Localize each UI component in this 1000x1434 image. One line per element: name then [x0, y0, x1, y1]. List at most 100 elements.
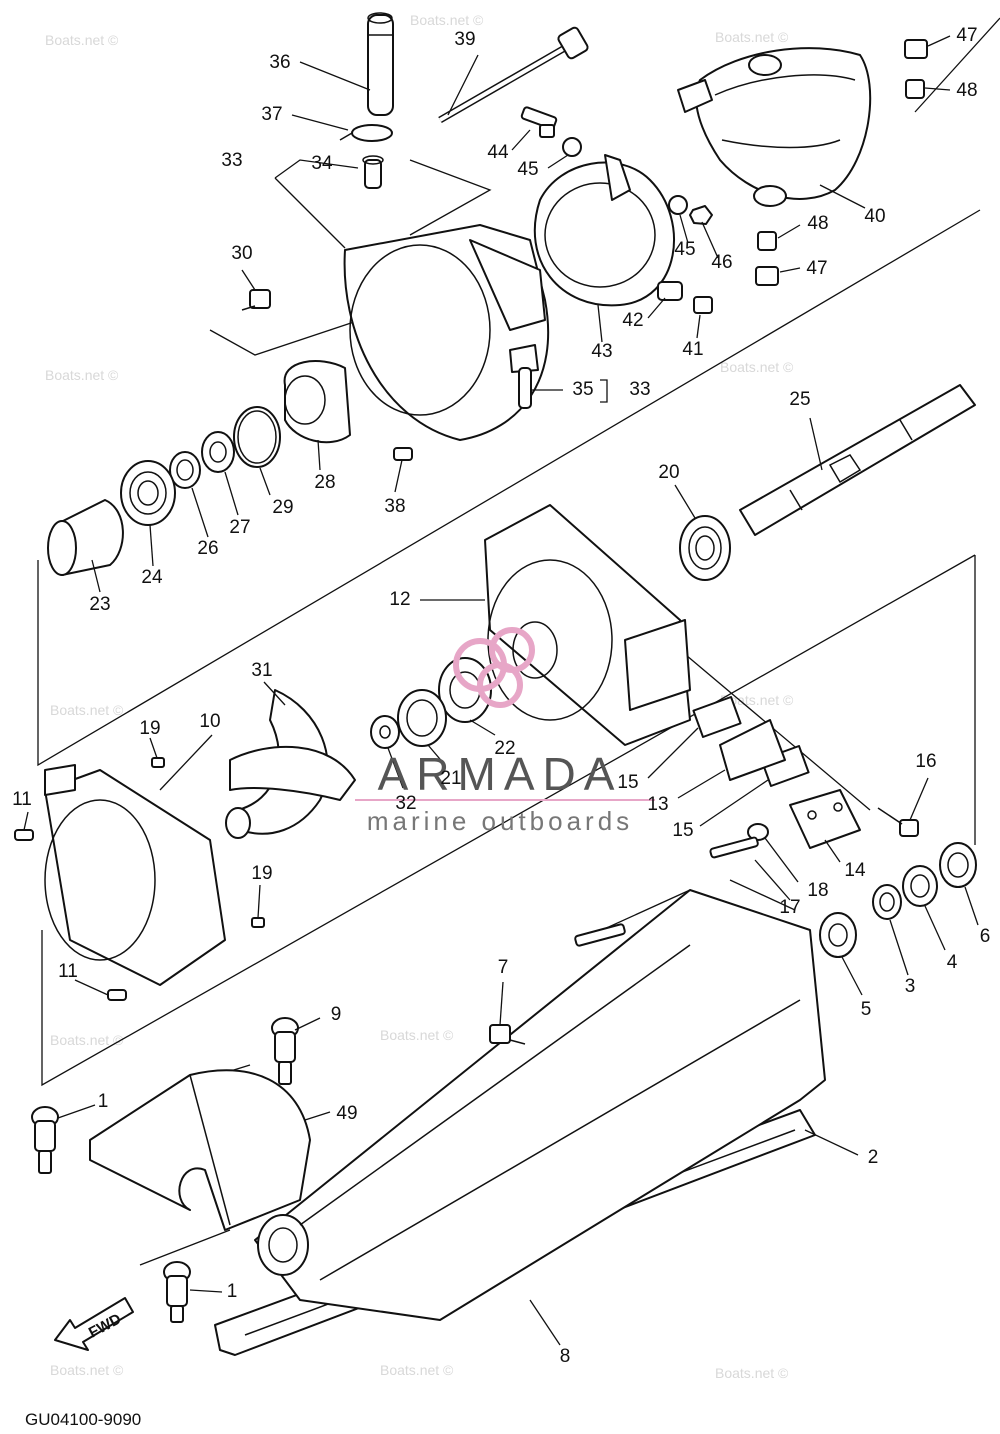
part-33-housing: [343, 224, 550, 441]
callout-1: 1: [98, 1091, 109, 1112]
callout-9: 9: [331, 1004, 342, 1025]
watermark: Boats.net ©: [720, 359, 794, 375]
part-32-washer: [370, 715, 400, 749]
guide-line: [914, 17, 1000, 113]
callout-15: 15: [617, 772, 638, 793]
brand-tagline: marine outboards: [367, 806, 633, 836]
guide-line: [729, 879, 796, 911]
part-15-gasket: [692, 696, 810, 787]
callout-12: 12: [389, 589, 410, 610]
callout-5: 5: [861, 999, 872, 1020]
part-19-pin: [151, 757, 265, 928]
part-26-spacer: [169, 451, 201, 489]
callout-28: 28: [314, 472, 335, 493]
guide-line: [41, 554, 976, 1087]
part-42-collar: [657, 281, 683, 301]
guide-line: [139, 1229, 231, 1266]
callout-16: 16: [915, 751, 936, 772]
part-2-intake-duct: [254, 889, 826, 1321]
part-25-drive-shaft: [739, 384, 976, 536]
part-47-bolt: [755, 39, 928, 286]
callout-35: 35: [572, 379, 593, 400]
part-28-cap: [283, 360, 351, 444]
callout-48: 48: [807, 213, 828, 234]
callout-1: 1: [227, 1281, 238, 1302]
callout-11: 11: [58, 961, 78, 982]
part-35-pin: [518, 367, 532, 409]
part-1-fastener: [31, 1106, 191, 1323]
callout-49: 49: [336, 1103, 357, 1124]
callout-33: 33: [629, 379, 650, 400]
part-10-stator-duct: [44, 764, 226, 986]
watermark: Boats.net ©: [715, 29, 789, 45]
watermark: Boats.net ©: [720, 692, 794, 708]
part-40-reverse-bucket: [677, 47, 872, 207]
callout-32: 32: [395, 793, 416, 814]
brand-logo: ARMADA marine outboards: [355, 627, 655, 836]
guide-line: [37, 209, 981, 767]
callout-22: 22: [494, 738, 515, 759]
part-41-bolt: [693, 296, 713, 314]
callout-27: 27: [229, 517, 250, 538]
callout-18: 18: [807, 880, 828, 901]
callouts: 1 1 2 3 4 5 6 7 8 9 10 11 11 12 13 14 15…: [12, 25, 990, 1367]
part-46-nut: [689, 205, 713, 225]
callout-47: 47: [956, 25, 977, 46]
part-3-ring: [872, 884, 902, 920]
callout-40: 40: [864, 206, 885, 227]
callout-46: 46: [711, 252, 732, 273]
callout-10: 10: [199, 711, 220, 732]
watermark: Boats.net ©: [410, 12, 484, 28]
callout-19: 19: [139, 718, 160, 739]
part-13-cover: [719, 719, 786, 781]
part-21-bearing: [397, 689, 447, 747]
callout-31: 31: [251, 660, 272, 681]
part-4-bushing: [902, 865, 938, 907]
callout-4: 4: [947, 952, 958, 973]
callout-25: 25: [789, 389, 810, 410]
callout-14: 14: [844, 860, 866, 881]
callout-11: 11: [12, 789, 32, 810]
callout-39: 39: [454, 29, 475, 50]
callout-2: 2: [868, 1147, 879, 1168]
leader-lines: [23, 35, 979, 1346]
part-49-shroud: [89, 1069, 311, 1231]
callout-47: 47: [806, 258, 827, 279]
callout-42: 42: [622, 310, 643, 331]
callout-21: 21: [440, 768, 461, 789]
watermark: Boats.net ©: [380, 1027, 454, 1043]
part-22-seal: [438, 657, 492, 723]
callout-6: 6: [980, 926, 991, 947]
part-48-collar: [757, 79, 925, 251]
part-39-bolt: [438, 26, 589, 124]
callout-15: 15: [672, 820, 693, 841]
watermark: Boats.net ©: [45, 32, 119, 48]
part-45-washer: [562, 137, 688, 215]
watermark: Boats.net ©: [715, 1365, 789, 1381]
callout-30: 30: [231, 243, 252, 264]
callout-17: 17: [779, 897, 800, 918]
part-11-pin: [14, 829, 127, 1001]
watermark: Boats.net ©: [380, 1362, 454, 1378]
part-9-fastener: [271, 1017, 299, 1085]
part-34-fitting: [362, 155, 384, 189]
callout-38: 38: [384, 496, 405, 517]
part-37-clamp: [339, 124, 393, 142]
guide-line: [409, 159, 492, 236]
callout-41: 41: [682, 339, 703, 360]
part-16-bolt: [877, 807, 919, 837]
callout-34: 34: [311, 153, 333, 174]
callout-45: 45: [674, 239, 695, 260]
part-23-sleeve: [47, 499, 124, 576]
part-20-bearing: [679, 515, 731, 581]
part-31-impeller: [225, 689, 356, 839]
callout-26: 26: [197, 538, 218, 559]
part-44-bolt: [520, 106, 558, 138]
callout-23: 23: [89, 594, 110, 615]
watermark: Boats.net ©: [45, 367, 119, 383]
callout-19: 19: [251, 863, 272, 884]
part-36-hose: [367, 12, 394, 116]
diagram-code: GU04100-9090: [25, 1410, 141, 1429]
part-17-shaft: [574, 836, 759, 947]
